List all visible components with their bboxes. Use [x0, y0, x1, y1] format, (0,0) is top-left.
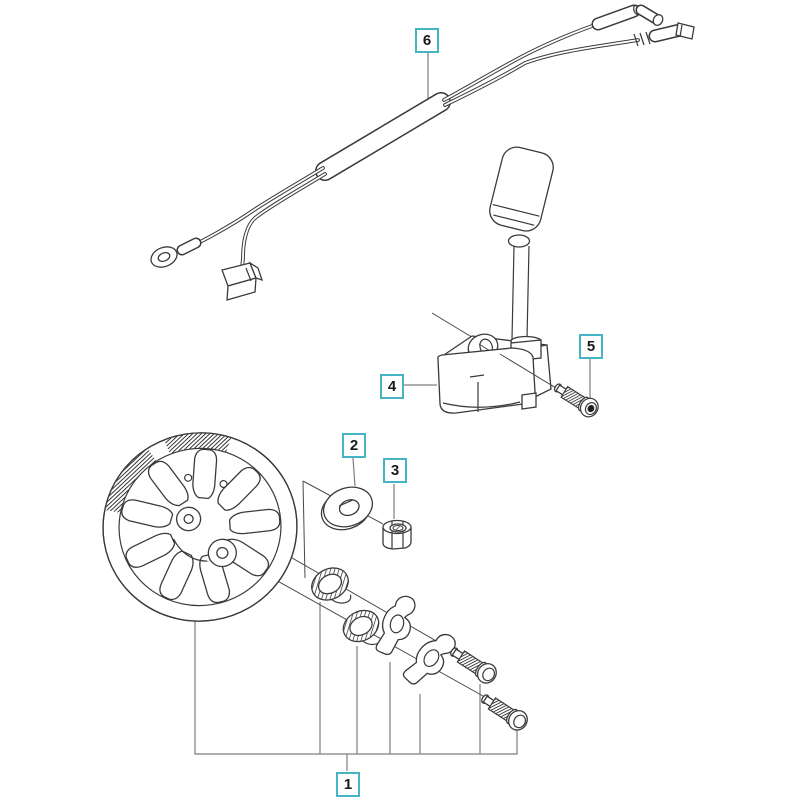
callout-5-label: 5: [586, 338, 596, 355]
ignition-module-drawing: [437, 146, 557, 414]
callout-4-label: 4: [387, 378, 397, 395]
module-screw-drawing: [549, 377, 603, 421]
pawl-2-drawing: [400, 625, 461, 694]
nut-drawing: [382, 519, 412, 550]
callout-2-label: 2: [349, 437, 359, 454]
washer-drawing: [320, 486, 374, 531]
starter-spring-2-drawing: [338, 605, 388, 656]
callout-leader-lines: [194, 53, 591, 771]
pawl-screw-2-drawing: [476, 688, 532, 735]
pawl-drawing: [374, 591, 419, 660]
starter-spring-drawing: [306, 562, 358, 614]
callout-6[interactable]: 6: [415, 28, 439, 53]
callout-1-label: 1: [343, 776, 353, 793]
callout-5[interactable]: 5: [579, 334, 603, 359]
callout-2[interactable]: 2: [342, 433, 366, 458]
callout-1[interactable]: 1: [336, 772, 360, 797]
callout-3-label: 3: [390, 462, 400, 479]
wire-harness-drawing: [150, 4, 695, 301]
callout-4[interactable]: 4: [380, 374, 404, 399]
flywheel-drawing: [102, 432, 298, 622]
callout-3[interactable]: 3: [383, 458, 407, 483]
callout-6-label: 6: [422, 32, 432, 49]
